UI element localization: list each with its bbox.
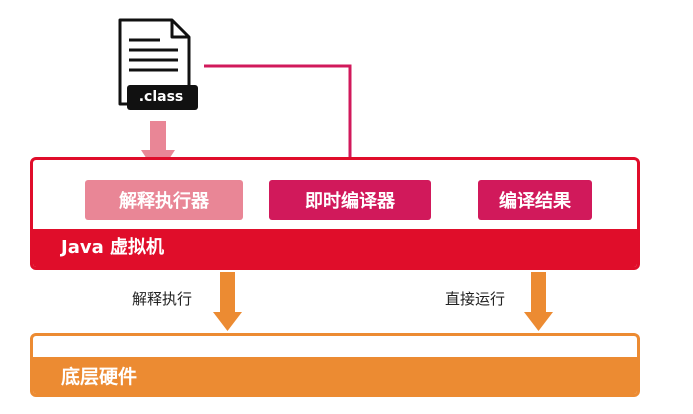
direct-run-arrow (524, 272, 553, 331)
interpret-execute-arrow (213, 272, 242, 331)
direct-run-label: 直接运行 (445, 290, 506, 308)
jit-compiler-node: 即时编译器 (269, 180, 431, 220)
hardware-label-bar (33, 357, 637, 394)
hardware-container: 底层硬件 (30, 333, 640, 397)
hardware-label: 底层硬件 (61, 366, 138, 388)
class-file-label: .class (138, 89, 184, 105)
jvm-label: Java 虚拟机 (61, 237, 164, 258)
jvm-label-bar (33, 229, 637, 267)
interpret-execute-label: 解释执行 (132, 290, 193, 308)
interpreter-node: 解释执行器 (85, 180, 243, 220)
class-file-icon (118, 18, 198, 110)
compile-result-node: 编译结果 (478, 180, 592, 220)
